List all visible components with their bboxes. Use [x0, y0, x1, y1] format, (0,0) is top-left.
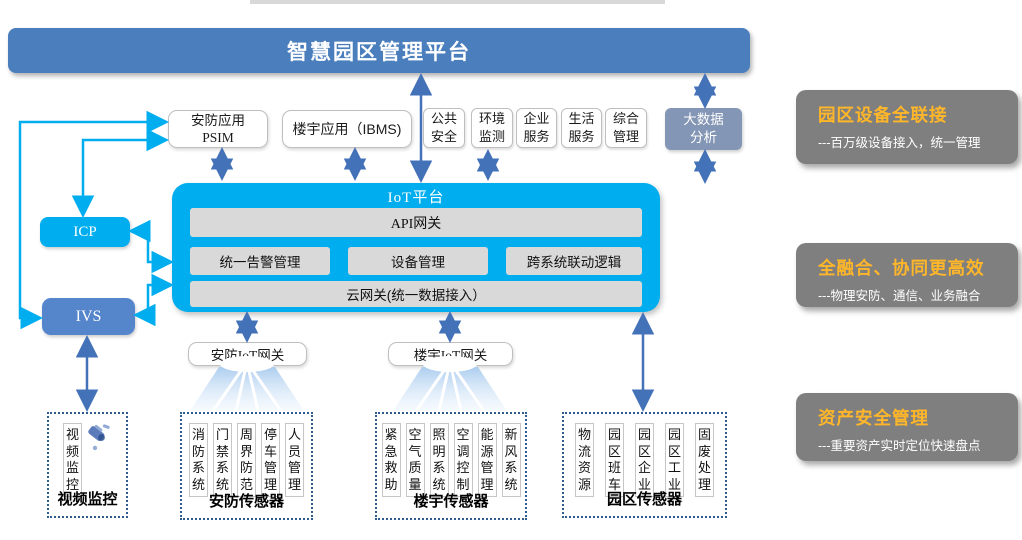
service-label: 管理	[612, 129, 639, 144]
park-sensors-box: 物流资源 园区班车 园区企业 园区工业 固废处理 园区传感器	[562, 412, 727, 518]
video-vertical-label: 视频监控	[63, 423, 82, 497]
connector-icp-iot	[128, 219, 174, 274]
park-sensors-columns: 物流资源 园区班车 园区企业 园区工业 固废处理	[564, 423, 725, 497]
park-sensors-label: 园区传感器	[606, 491, 682, 508]
building-iot-gateway-label: 楼宇IoT网关	[413, 348, 488, 363]
sensor-item: 园区班车	[605, 423, 624, 497]
icp-node: ICP	[40, 217, 130, 247]
service-label: 服务	[568, 129, 595, 144]
security-sensors-label: 安防传感器	[208, 493, 284, 510]
bigdata-analysis-box: 大数据 分析	[665, 108, 742, 150]
sensor-item: 新风系统	[501, 423, 521, 497]
iot-platform-title: IoT平台	[172, 186, 660, 206]
cloud-gateway-label: 云网关(统一数据接入）	[346, 288, 486, 303]
sensor-item: 能源管理	[477, 423, 497, 497]
sensor-item: 周界防范	[237, 423, 256, 497]
platform-banner: 智慧园区管理平台	[8, 28, 750, 73]
surveillance-camera-icon	[88, 424, 110, 451]
sensor-item: 停车管理	[261, 423, 280, 497]
psim-label-line1: 安防应用	[191, 113, 245, 128]
cropped-edge-artifact	[250, 0, 665, 4]
psim-app-box: 安防应用 PSIM	[168, 110, 268, 148]
connector-ivs-iot	[133, 273, 174, 327]
benefit-subtitle: ---百万级设备接入，统一管理	[818, 136, 981, 150]
security-sensors-columns: 消防系统 门禁系统 周界防范 停车管理 人员管理	[182, 423, 311, 497]
sensor-item: 园区工业	[665, 423, 684, 497]
service-label: 服务	[523, 129, 550, 144]
ivs-node: IVS	[42, 298, 135, 335]
bigdata-label-line2: 分析	[690, 130, 717, 145]
benefit-panel-asset-safety: 资产安全管理 ---重要资产实时定位快速盘点	[796, 393, 1018, 461]
module-unified-alarm: 统一告警管理	[190, 247, 330, 275]
service-box-env-monitoring: 环境 监测	[471, 108, 513, 148]
benefit-subtitle: ---物理安防、通信、业务融合	[818, 289, 981, 303]
ibms-app-box: 楼宇应用（IBMS)	[282, 110, 412, 148]
service-label: 企业	[523, 111, 550, 126]
sensor-item: 园区企业	[635, 423, 654, 497]
sensor-item: 空调控制	[453, 423, 473, 497]
sensor-item: 人员管理	[285, 423, 304, 497]
benefit-title: 资产安全管理	[818, 408, 929, 428]
sensor-item: 固废处理	[695, 423, 714, 497]
service-label: 环境	[478, 111, 505, 126]
sensor-item: 照明系统	[429, 423, 449, 497]
api-gateway-bar: API网关	[190, 208, 642, 237]
building-iot-gateway-box: 楼宇IoT网关	[388, 342, 513, 366]
ibms-label: 楼宇应用（IBMS)	[292, 120, 402, 137]
service-label: 公共	[430, 111, 457, 126]
service-box-living: 生活 服务	[561, 108, 602, 148]
sensor-item: 门禁系统	[213, 423, 232, 497]
sensor-item: 空气质量	[405, 423, 425, 497]
icp-label: ICP	[73, 223, 97, 240]
module-label: 统一告警管理	[219, 255, 301, 270]
module-label: 跨系统联动逻辑	[526, 255, 622, 270]
module-cross-system-linkage: 跨系统联动逻辑	[506, 247, 642, 275]
video-surveillance-label: 视频监控	[57, 491, 118, 508]
building-sensors-label: 楼宇传感器	[413, 493, 489, 510]
benefit-title: 全融合、协同更高效	[818, 258, 985, 278]
psim-label-line2: PSIM	[202, 130, 234, 145]
connector-psim-icp	[71, 128, 169, 218]
api-gateway-label: API网关	[390, 216, 442, 232]
security-iot-gateway-label: 安防IoT网关	[210, 348, 285, 363]
sensor-item: 紧急救助	[381, 423, 401, 497]
building-sensors-columns: 紧急救助 空气质量 照明系统 空调控制 能源管理 新风系统	[377, 423, 525, 497]
security-iot-gateway-box: 安防IoT网关	[188, 342, 307, 366]
benefit-title: 园区设备全联接	[818, 105, 948, 125]
benefit-panel-convergence: 全融合、协同更高效 ---物理安防、通信、业务融合	[796, 243, 1018, 307]
iot-platform: IoT平台 API网关 统一告警管理 设备管理 跨系统联动逻辑 云网关(统一数据…	[172, 183, 660, 312]
service-label: 监测	[478, 129, 505, 144]
service-label: 生活	[568, 111, 595, 126]
service-box-public-safety: 公共 安全	[423, 108, 465, 148]
bigdata-label-line1: 大数据	[683, 112, 724, 127]
sensor-item: 消防系统	[189, 423, 208, 497]
platform-banner-title: 智慧园区管理平台	[287, 40, 471, 64]
video-surveillance-box: 视频监控 视频监控	[47, 412, 128, 518]
benefit-subtitle: ---重要资产实时定位快速盘点	[818, 439, 981, 453]
ivs-label: IVS	[75, 307, 102, 325]
cloud-gateway-bar: 云网关(统一数据接入）	[190, 281, 642, 307]
sensor-item: 物流资源	[575, 423, 594, 497]
security-sensors-box: 消防系统 门禁系统 周界防范 停车管理 人员管理 安防传感器	[180, 412, 313, 520]
video-surveillance-content: 视频监控	[49, 423, 126, 497]
service-label: 安全	[430, 129, 457, 144]
iot-platform-title-text: IoT平台	[387, 189, 445, 206]
building-sensors-box: 紧急救助 空气质量 照明系统 空调控制 能源管理 新风系统 楼宇传感器	[375, 412, 527, 520]
benefit-panel-device-connection: 园区设备全联接 ---百万级设备接入，统一管理	[796, 90, 1018, 164]
service-label: 综合	[612, 111, 639, 126]
service-box-enterprise: 企业 服务	[516, 108, 557, 148]
service-box-comprehensive: 综合 管理	[605, 108, 647, 148]
module-label: 设备管理	[391, 255, 445, 270]
module-device-mgmt: 设备管理	[348, 247, 488, 275]
